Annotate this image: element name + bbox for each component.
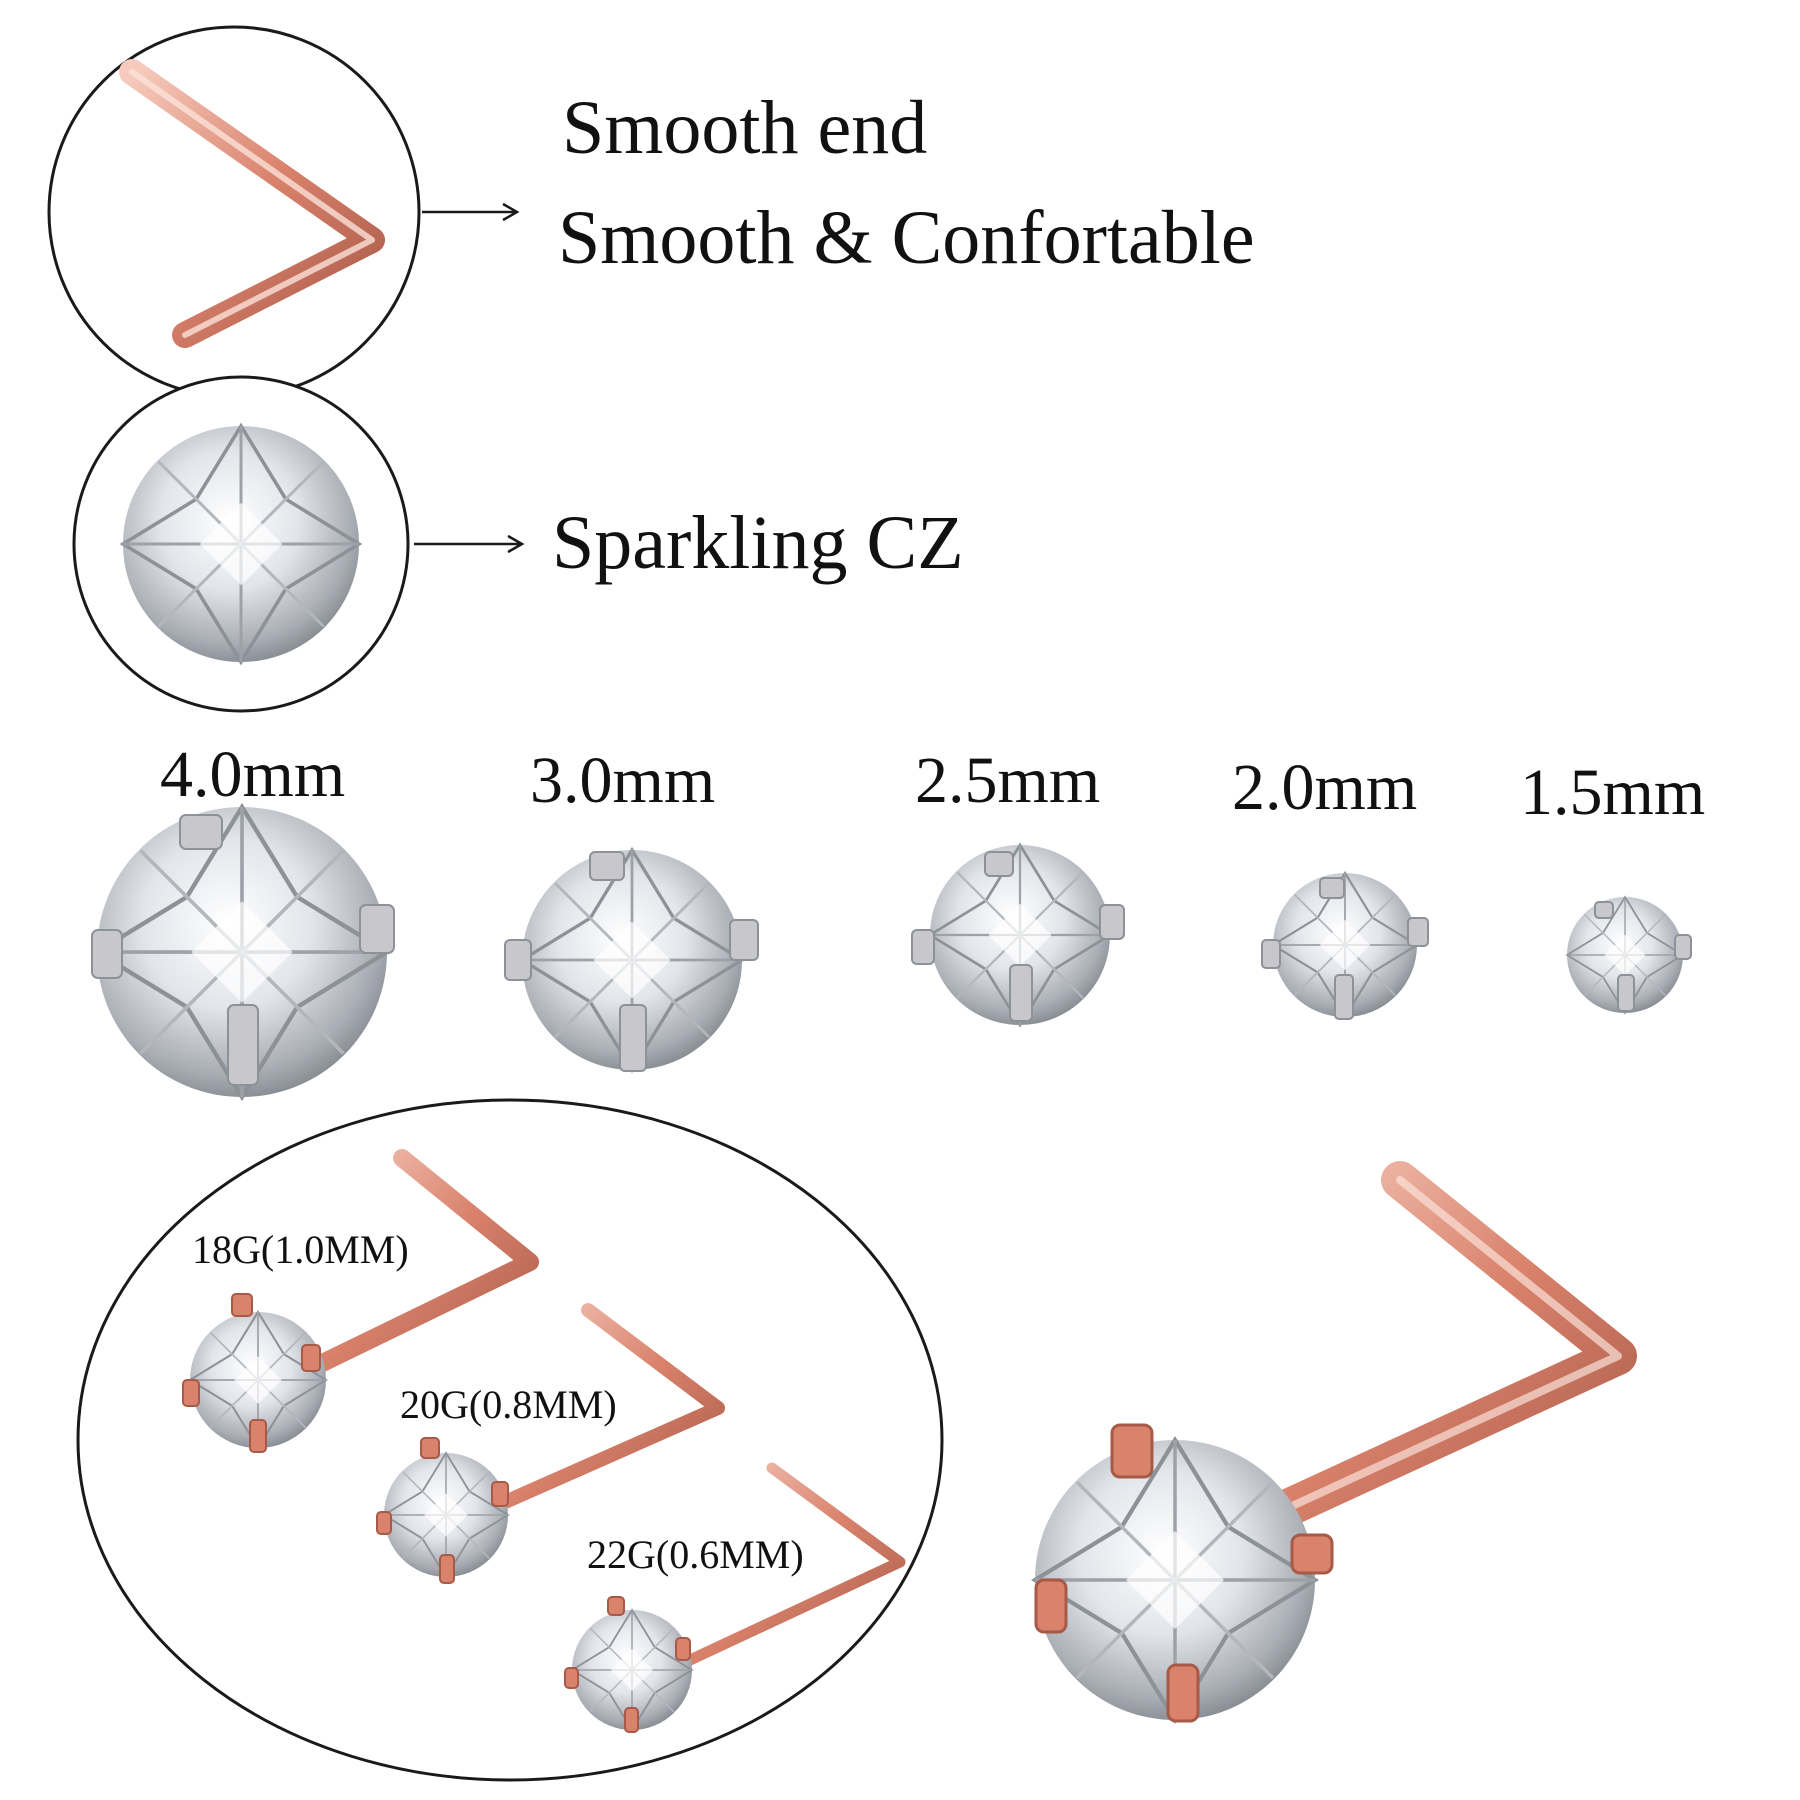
gem-4-0mm [92, 807, 394, 1097]
size-label-3-0mm: 3.0mm [530, 744, 716, 817]
gem-3-0mm [505, 850, 758, 1071]
stud-22g [565, 1462, 906, 1732]
size-label-2-0mm: 2.0mm [1232, 751, 1418, 824]
gauge-comparison-oval [76, 1098, 944, 1782]
size-label-1-5mm: 1.5mm [1520, 756, 1706, 829]
size-label-4-0mm: 4.0mm [160, 738, 346, 811]
gauge-label-22g: 22G(0.6MM) [587, 1532, 804, 1577]
gem-2-5mm [912, 845, 1124, 1025]
gem-1-5mm [1567, 897, 1691, 1013]
feature-sparkling-cz: Sparkling CZ [552, 501, 964, 585]
feature-smooth-end-title: Smooth end [562, 86, 928, 170]
stud-18g [183, 1149, 539, 1452]
feature-smooth-end-subtitle: Smooth & Confortable [558, 196, 1255, 280]
size-label-2-5mm: 2.5mm [915, 744, 1101, 817]
arrow-icon [414, 534, 525, 554]
arrow-icon [422, 202, 520, 222]
stud-20g [377, 1303, 725, 1583]
gauge-label-20g: 20G(0.8MM) [400, 1382, 617, 1427]
large-rose-gold-stud [1035, 1161, 1637, 1721]
gem-2-0mm [1262, 873, 1428, 1019]
cz-gem-icon [74, 377, 408, 711]
gauge-label-18g: 18G(1.0MM) [192, 1227, 409, 1272]
smooth-end-icon [47, 25, 421, 399]
